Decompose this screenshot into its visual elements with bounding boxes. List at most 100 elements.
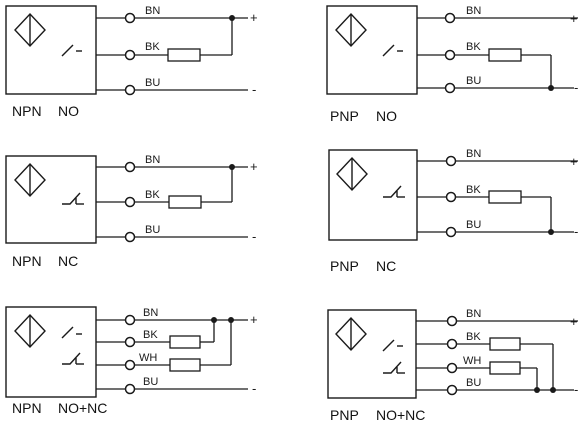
wire-label-bk: BK bbox=[145, 189, 160, 201]
switch-no-icon bbox=[382, 44, 403, 57]
sensor-body bbox=[328, 149, 418, 241]
terminal bbox=[445, 226, 457, 238]
output-type-label: NPN bbox=[12, 253, 42, 269]
terminal bbox=[124, 383, 136, 395]
minus-terminal-label: - bbox=[574, 80, 578, 95]
sensor-body bbox=[327, 309, 417, 399]
terminal bbox=[446, 315, 458, 327]
output-type-label: PNP bbox=[330, 108, 359, 124]
load-resistor bbox=[488, 190, 522, 204]
minus-terminal-label: - bbox=[252, 229, 256, 244]
terminal bbox=[124, 84, 136, 96]
sensor-body bbox=[326, 5, 418, 95]
wire-label-bu: BU bbox=[466, 219, 481, 231]
wire-label-bn: BN bbox=[466, 308, 481, 320]
switching-mode-label: NO+NC bbox=[58, 400, 107, 416]
output-type-label: PNP bbox=[330, 407, 359, 423]
terminal bbox=[124, 49, 136, 61]
minus-terminal-label: - bbox=[574, 382, 578, 397]
switching-mode-label: NO+NC bbox=[376, 407, 425, 423]
diagram-pnp-no: BN BK BU + - PNP NO bbox=[326, 5, 578, 124]
switching-mode-label: NC bbox=[376, 258, 396, 274]
wire-label-bk: BK bbox=[143, 329, 158, 341]
load-resistor bbox=[489, 337, 521, 351]
diagram-pnp-no-nc: BN BK WH BU + - PNP NO+NC bbox=[327, 308, 578, 423]
junction-dot bbox=[211, 317, 217, 323]
wire-label-bu: BU bbox=[145, 77, 160, 89]
terminal bbox=[446, 384, 458, 396]
switch-no-icon bbox=[61, 44, 82, 57]
load-resistor bbox=[169, 335, 201, 349]
wire-label-bn: BN bbox=[466, 148, 481, 160]
junction-dot bbox=[548, 85, 554, 91]
terminal bbox=[445, 155, 457, 167]
junction-dot bbox=[229, 164, 235, 170]
junction-dot bbox=[229, 15, 235, 21]
terminal bbox=[124, 161, 136, 173]
wire-label-bn: BN bbox=[143, 307, 158, 319]
sensor-symbol-icon bbox=[335, 12, 367, 48]
plus-terminal-label: + bbox=[570, 11, 578, 26]
load-resistor bbox=[167, 48, 201, 62]
wire-label-bn: BN bbox=[466, 5, 481, 17]
load-resistor bbox=[488, 48, 522, 62]
output-type-label: NPN bbox=[12, 103, 42, 119]
wire-label-bk: BK bbox=[466, 184, 481, 196]
plus-terminal-label: + bbox=[250, 159, 258, 174]
switch-nc-icon bbox=[383, 185, 405, 198]
sensor-symbol-icon bbox=[14, 162, 46, 198]
diagram-pnp-nc: BN BK BU + - PNP NC bbox=[328, 148, 578, 274]
diagram-npn-nc: BN BK BU + - NPN NC bbox=[5, 154, 258, 269]
terminal bbox=[444, 12, 456, 24]
switch-nc-icon bbox=[62, 352, 84, 365]
terminal bbox=[124, 231, 136, 243]
sensor-body bbox=[5, 5, 97, 95]
switch-nc-icon bbox=[383, 361, 405, 374]
diagram-npn-no-nc: BN BK WH BU + - NPN NO+NC bbox=[5, 306, 258, 416]
terminal bbox=[446, 338, 458, 350]
wire-label-bn: BN bbox=[145, 154, 160, 166]
terminal bbox=[124, 336, 136, 348]
sensor-body bbox=[5, 155, 97, 244]
terminal bbox=[445, 191, 457, 203]
terminal bbox=[446, 362, 458, 374]
wire-label-bu: BU bbox=[466, 377, 481, 389]
sensor-symbol-icon bbox=[14, 313, 46, 349]
wire-label-bu: BU bbox=[143, 376, 158, 388]
terminal bbox=[444, 82, 456, 94]
wire-label-bu: BU bbox=[145, 224, 160, 236]
load-resistor bbox=[489, 361, 521, 375]
sensor-symbol-icon bbox=[335, 316, 367, 352]
output-type-label: PNP bbox=[330, 258, 359, 274]
junction-dot bbox=[550, 387, 556, 393]
switch-no-icon bbox=[61, 326, 82, 339]
switch-no-icon bbox=[382, 339, 403, 352]
plus-terminal-label: + bbox=[250, 312, 258, 327]
wire-label-bu: BU bbox=[466, 75, 481, 87]
switch-nc-icon bbox=[62, 192, 84, 205]
sensor-symbol-icon bbox=[336, 156, 368, 192]
plus-terminal-label: + bbox=[570, 314, 578, 329]
terminal bbox=[444, 49, 456, 61]
junction-dot bbox=[534, 387, 540, 393]
switching-mode-label: NC bbox=[58, 253, 78, 269]
wire-label-bk: BK bbox=[466, 41, 481, 53]
minus-terminal-label: - bbox=[252, 82, 256, 97]
wire-label-bk: BK bbox=[145, 41, 160, 53]
sensor-body bbox=[5, 306, 97, 398]
junction-dot bbox=[548, 229, 554, 235]
load-resistor bbox=[169, 358, 201, 372]
plus-terminal-label: + bbox=[250, 10, 258, 25]
plus-terminal-label: + bbox=[570, 154, 578, 169]
diagram-npn-no: BN BK BU + - NPN NO bbox=[5, 5, 258, 119]
switching-mode-label: NO bbox=[376, 108, 397, 124]
junction-dot bbox=[228, 317, 234, 323]
wire-label-bn: BN bbox=[145, 5, 160, 17]
terminal bbox=[124, 314, 136, 326]
terminal bbox=[124, 12, 136, 24]
load-resistor bbox=[168, 195, 202, 209]
minus-terminal-label: - bbox=[574, 224, 578, 239]
wire-label-wh: WH bbox=[139, 352, 157, 364]
minus-terminal-label: - bbox=[252, 381, 256, 396]
